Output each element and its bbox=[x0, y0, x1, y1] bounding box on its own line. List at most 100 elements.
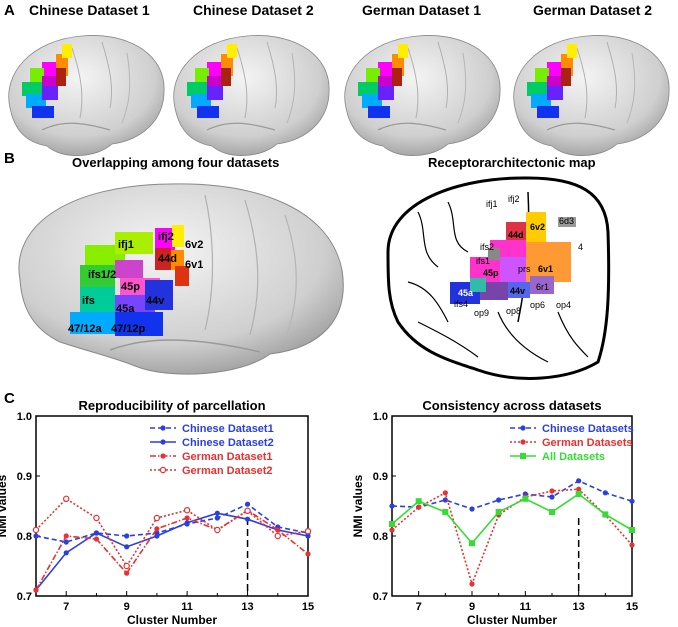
brain-title-1: Chinese Dataset 1 bbox=[29, 2, 150, 18]
brain-title-2: Chinese Dataset 2 bbox=[193, 2, 314, 18]
chart0-series-2-point bbox=[154, 526, 160, 532]
receptor-label-op6: op6 bbox=[530, 300, 545, 310]
panel-letter-b: B bbox=[4, 150, 15, 167]
chart1-legend-label: Chinese Datasets bbox=[542, 423, 634, 435]
overlap-label-ifj2: ifj2 bbox=[158, 231, 174, 243]
chart0-series-3-point bbox=[153, 514, 161, 522]
chart0-legend-marker bbox=[160, 453, 166, 459]
receptor-label-ifj1: ifj1 bbox=[486, 199, 498, 209]
chart1-series-1-line bbox=[391, 488, 633, 587]
chart1-series-0-line bbox=[391, 479, 633, 510]
receptor-label-ifs1: ifs1 bbox=[476, 256, 490, 266]
chart1-xtick-label: 11 bbox=[520, 601, 532, 613]
receptor-label-6r1: 6r1 bbox=[536, 282, 549, 292]
chart1-series-1-point bbox=[389, 527, 395, 533]
chart1-series-0-point bbox=[496, 497, 502, 503]
chart1-series-0-point bbox=[469, 506, 475, 512]
chart0-series-0-point bbox=[124, 533, 130, 539]
overlap-label-45a: 45a bbox=[116, 303, 135, 315]
chart0-series-3-point bbox=[32, 526, 40, 534]
chart0-series-1-point bbox=[93, 530, 100, 536]
chart0-series-2-point bbox=[184, 515, 190, 521]
chart0-ytick-label: 0.9 bbox=[17, 471, 32, 483]
chart0-series-1-point bbox=[244, 516, 251, 522]
chart0-series-3-point bbox=[304, 527, 312, 535]
chart0-xtick-label: 15 bbox=[302, 601, 314, 613]
receptor-label-6v2: 6v2 bbox=[530, 222, 545, 232]
brain-image-1 bbox=[8, 34, 165, 157]
chart1-series-2-point bbox=[575, 491, 582, 497]
overlap-label-6v2: 6v2 bbox=[185, 239, 203, 251]
chart1-series-1-point bbox=[416, 504, 422, 510]
overlap-label-44d: 44d bbox=[158, 253, 177, 265]
chart0-series-2-point bbox=[93, 536, 100, 542]
receptor-label-44v: 44v bbox=[510, 286, 525, 296]
chart0-legend-label: Chinese Dataset1 bbox=[182, 423, 274, 435]
overlap-label-ifj1: ifj1 bbox=[118, 239, 134, 251]
overlap-label-4712p: 47/12p bbox=[111, 323, 146, 335]
chart1-xtick-label: 9 bbox=[469, 601, 475, 613]
chart1-series-1-point bbox=[629, 542, 635, 548]
overlap-label-ifs12: ifs1/2 bbox=[88, 269, 116, 281]
chart1-series-1-point bbox=[469, 581, 475, 587]
chart0-series-3-point bbox=[244, 507, 251, 515]
chart0-series-3-point bbox=[93, 514, 100, 522]
chart1-series-2-point bbox=[495, 509, 502, 515]
chart0-series-2-point bbox=[275, 527, 281, 533]
receptor-label-45a: 45a bbox=[458, 288, 474, 298]
chart1-series-2-point bbox=[602, 511, 609, 518]
brain-image-2 bbox=[173, 34, 330, 157]
chart0-xlabel: Cluster Number bbox=[127, 613, 217, 627]
chart1-series-0-point bbox=[576, 478, 582, 484]
brain-title-3: German Dataset 1 bbox=[362, 2, 482, 18]
overlap-label-45p: 45p bbox=[121, 281, 140, 293]
receptor-label-prs: prs bbox=[518, 264, 531, 274]
chart1-series-2-point bbox=[415, 498, 422, 505]
chart0-legend-label: German Dataset2 bbox=[182, 465, 273, 477]
chart1-legend-label: German Datasets bbox=[542, 437, 633, 449]
chart0-series-1-point bbox=[124, 544, 130, 550]
chart1-legend-marker bbox=[520, 425, 526, 431]
chart0-legend-marker bbox=[160, 439, 166, 445]
chart0-series-2-line bbox=[35, 509, 309, 591]
receptor-label-44d: 44d bbox=[508, 230, 524, 240]
chart0-ytick-label: 0.8 bbox=[17, 531, 32, 543]
chart0-series-3-point bbox=[123, 562, 130, 570]
chart0-series-3-point bbox=[274, 532, 281, 540]
chart0-legend-label: Chinese Dataset2 bbox=[182, 437, 274, 449]
chart1-series-2-line bbox=[391, 493, 633, 545]
chart1-series-0-point bbox=[602, 490, 608, 496]
brain-row bbox=[8, 34, 670, 157]
overlap-label-4712a: 47/12a bbox=[68, 323, 103, 335]
chart1-series-0-point bbox=[549, 494, 555, 500]
receptor-label-ifs2: ifs2 bbox=[480, 242, 494, 252]
chart1-title: Consistency across datasets bbox=[422, 398, 601, 413]
chart0-series-2-point bbox=[63, 533, 69, 539]
chart0-xtick-label: 13 bbox=[241, 601, 253, 613]
chart0-series-0-line bbox=[35, 503, 309, 543]
chart-reproducibility: Reproducibility of parcellation0.70.80.9… bbox=[0, 398, 314, 627]
chart-consistency: Consistency across datasets0.70.80.91.07… bbox=[351, 398, 638, 627]
brain-image-3 bbox=[344, 34, 501, 157]
overlap-label-ifs: ifs bbox=[82, 295, 95, 307]
receptor-label-6v1: 6v1 bbox=[538, 264, 553, 274]
chart1-ytick-label: 0.9 bbox=[373, 471, 388, 483]
panel-letter-a: A bbox=[4, 2, 15, 19]
chart1-xlabel: Cluster Number bbox=[467, 613, 557, 627]
chart1-xtick-label: 15 bbox=[626, 601, 638, 613]
chart0-legend-marker bbox=[160, 425, 166, 431]
chart0-series-0-point bbox=[33, 533, 39, 539]
receptor-label-op9: op9 bbox=[474, 308, 489, 318]
chart0-series-1-line bbox=[35, 512, 309, 591]
chart0-series-1-point bbox=[63, 550, 69, 556]
receptor-label-ifj2: ifj2 bbox=[508, 194, 520, 204]
chart0-series-3-point bbox=[63, 495, 70, 503]
chart1-series-2-point bbox=[629, 527, 635, 533]
chart0-title: Reproducibility of parcellation bbox=[78, 398, 265, 413]
chart1-series-2-point bbox=[442, 509, 449, 515]
chart0-series-3-point bbox=[214, 526, 221, 534]
chart1-ytick-label: 1.0 bbox=[373, 411, 388, 423]
chart0-series-0-point bbox=[63, 539, 69, 545]
chart1-series-2-point bbox=[522, 495, 529, 502]
chart0-series-2-point bbox=[33, 587, 39, 593]
